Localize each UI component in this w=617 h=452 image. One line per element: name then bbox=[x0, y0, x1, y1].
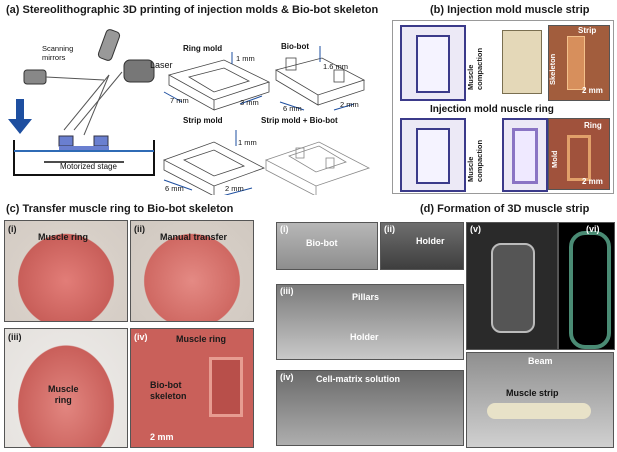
panel-a-diagram bbox=[8, 29, 371, 195]
c-iv-label: Muscle ring bbox=[176, 334, 227, 344]
c-iv-tag: (iv) bbox=[134, 332, 148, 342]
panel-b-title: (b) Injection mold muscle strip bbox=[430, 4, 590, 16]
strip-mold-drawing bbox=[163, 141, 265, 195]
strip-mold-label: Strip mold bbox=[183, 116, 223, 125]
ring-mold-drawing bbox=[167, 59, 271, 111]
motorized-stage-label: Motorized stage bbox=[60, 162, 117, 171]
photo-mid-iii bbox=[276, 284, 464, 360]
strip-mold-bio-bot-label: Strip mold + Bio-bot bbox=[261, 116, 338, 125]
panel-c-title: (c) Transfer muscle ring to Bio-bot skel… bbox=[6, 203, 234, 215]
mid-iii-tag: (iii) bbox=[280, 286, 294, 296]
photo-c-i bbox=[4, 220, 128, 322]
photo-c-ii bbox=[130, 220, 254, 322]
scanning-mirrors-label: Scanning mirrors bbox=[42, 44, 74, 62]
laser-device bbox=[123, 59, 155, 83]
photo-d-vi bbox=[558, 222, 615, 350]
dim-strip-1mm: 1 mm bbox=[238, 138, 257, 147]
mid-i-tag: (i) bbox=[280, 224, 289, 234]
c-ii-label: Manual transfer bbox=[160, 232, 228, 242]
strip-photo bbox=[548, 25, 610, 101]
c-i-label: Muscle ring bbox=[38, 232, 89, 242]
compaction-label-2: Muscle compaction bbox=[466, 139, 484, 182]
bio-bot-label: Bio-bot bbox=[281, 42, 309, 51]
ring-photo bbox=[548, 118, 610, 190]
mid-iv-label: Cell-matrix solution bbox=[316, 374, 401, 384]
mid-iii-holder: Holder bbox=[350, 332, 379, 342]
mid-iv-tag: (iv) bbox=[280, 372, 294, 382]
c-iv-label-2: Bio-bot skeleton bbox=[150, 380, 187, 401]
photo-mid-iv bbox=[276, 370, 464, 446]
d-vi-tag: (vi) bbox=[586, 224, 600, 234]
strip-mold-outer bbox=[400, 25, 466, 101]
photo-c-iv bbox=[130, 328, 254, 448]
panel-b-frame bbox=[392, 20, 614, 194]
dim-bot-2mm: 2 mm bbox=[340, 100, 359, 109]
ring-mold-outer bbox=[400, 118, 466, 192]
strip-label: Strip bbox=[578, 26, 597, 35]
compacted-strip bbox=[502, 30, 542, 94]
dim-bot-6mm: 6 mm bbox=[283, 104, 302, 113]
c-iv-scale: 2 mm bbox=[150, 432, 174, 442]
photo-c-iii bbox=[4, 328, 128, 448]
mid-iii-pillars: Pillars bbox=[352, 292, 380, 302]
d-beam-label: Beam bbox=[528, 356, 553, 366]
d-muscle-strip-label: Muscle strip bbox=[506, 388, 559, 398]
mid-ii-tag: (ii) bbox=[384, 224, 395, 234]
scan-head bbox=[97, 29, 121, 61]
dim-ring-1mm: 1 mm bbox=[236, 54, 255, 63]
mid-ii-label: Holder bbox=[416, 236, 445, 246]
mid-i-label: Bio-bot bbox=[306, 238, 338, 248]
dim-strip-6mm: 6 mm bbox=[165, 184, 184, 193]
dim-ring-3mm: 3 mm bbox=[240, 98, 259, 107]
dim-bot-1-6mm: 1.6 mm bbox=[323, 62, 349, 71]
c-iii-tag: (iii) bbox=[8, 332, 22, 342]
mold-label: Mold bbox=[550, 150, 559, 169]
strip-scale-label: 2 mm bbox=[582, 86, 603, 95]
compaction-label-1: Muscle compaction bbox=[466, 47, 484, 90]
c-i-tag: (i) bbox=[8, 224, 17, 234]
compacted-ring bbox=[502, 118, 548, 192]
laser-label: Laser bbox=[150, 60, 173, 70]
photo-mid-i bbox=[276, 222, 378, 270]
d-v-tag: (v) bbox=[470, 224, 481, 234]
photo-mid-ii bbox=[380, 222, 464, 270]
skeleton-label: Skeleton bbox=[548, 53, 557, 85]
photo-d-v bbox=[466, 222, 558, 350]
bio-bot-drawing bbox=[274, 57, 366, 106]
panel-b-title-2: Injection mold nuscle ring bbox=[430, 104, 554, 115]
ring-label: Ring bbox=[584, 121, 602, 130]
mirror-motor bbox=[23, 69, 47, 85]
c-ii-tag: (ii) bbox=[134, 224, 145, 234]
ring-mold-label: Ring mold bbox=[183, 44, 223, 53]
photo-d-strip bbox=[466, 352, 614, 448]
dim-ring-7mm: 7 mm bbox=[170, 96, 189, 105]
ring-scale-label: 2 mm bbox=[582, 177, 603, 186]
dim-strip-2mm: 2 mm bbox=[225, 184, 244, 193]
strip-mold-bio-bot-drawing bbox=[264, 141, 371, 195]
panel-d-title: (d) Formation of 3D muscle strip bbox=[420, 203, 590, 215]
c-iii-label: Muscle ring bbox=[48, 384, 79, 405]
panel-a-title: (a) Stereolithographic 3D printing of in… bbox=[6, 4, 379, 16]
